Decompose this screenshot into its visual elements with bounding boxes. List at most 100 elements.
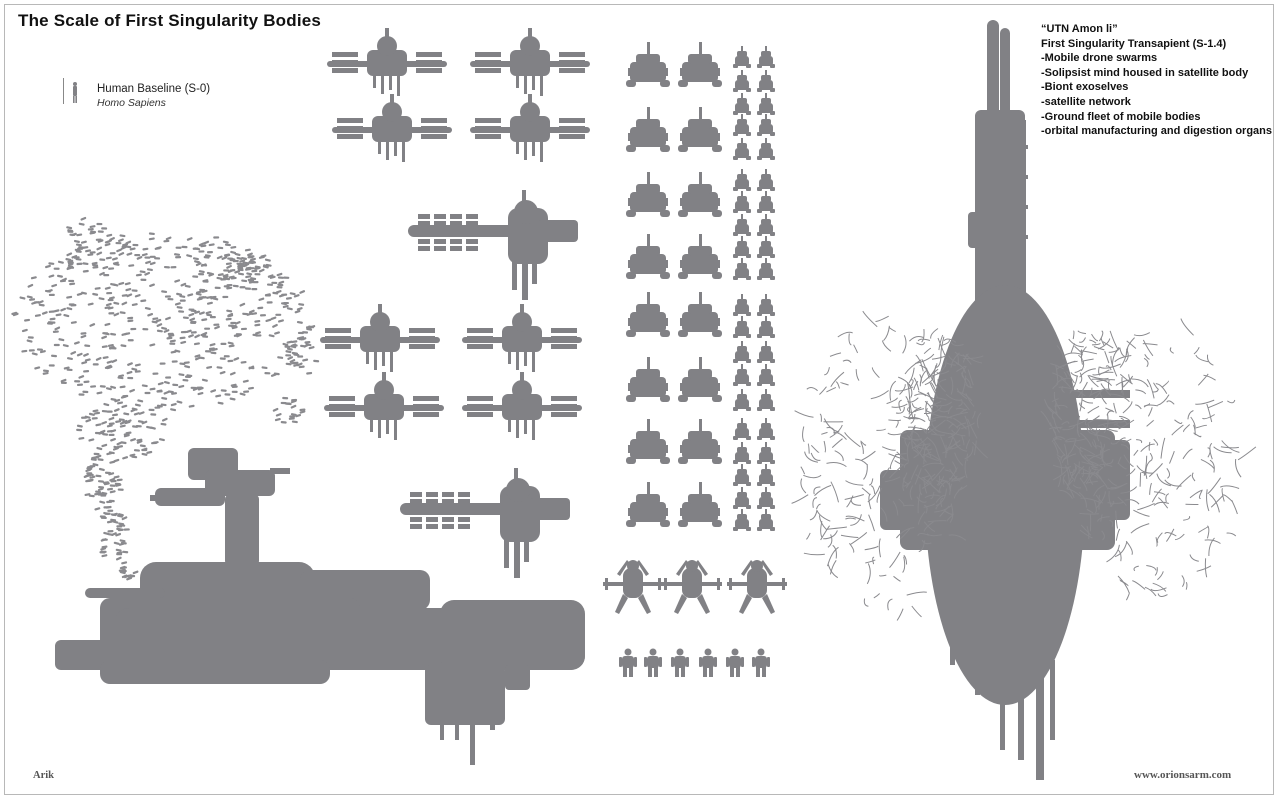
swarm-drone <box>278 319 284 323</box>
swarm-drone <box>28 349 35 352</box>
swarm-drone <box>127 316 134 320</box>
drone-bot <box>733 46 751 68</box>
organ-strand <box>936 480 945 488</box>
tank-body <box>678 172 722 217</box>
swarm-drone <box>118 281 125 286</box>
drone-bot <box>733 294 751 316</box>
organ-strand <box>872 556 875 565</box>
swarm-drone <box>195 290 202 294</box>
organ-strand <box>860 441 864 454</box>
organ-strand <box>1064 438 1076 442</box>
organ-strand <box>1132 580 1146 590</box>
organ-strand <box>1169 347 1174 354</box>
swarm-drone <box>169 339 176 343</box>
organ-strand <box>966 453 969 461</box>
swarm-drone <box>66 357 73 361</box>
swarm-drone <box>257 306 264 310</box>
swarm-drone <box>144 271 151 276</box>
swarm-drone <box>98 297 105 301</box>
tank-body <box>678 42 722 87</box>
organ-strand <box>1133 332 1151 337</box>
swarm-drone <box>170 265 177 269</box>
organ-strand <box>913 446 927 463</box>
swarm-drone <box>276 272 283 277</box>
organ-strand <box>953 417 967 430</box>
organ-strand <box>911 427 916 449</box>
drone-bot <box>757 70 775 92</box>
swarm-drone <box>158 438 165 442</box>
swarm-drone <box>286 307 293 311</box>
swarm-drone <box>81 361 88 365</box>
swarm-drone <box>155 318 162 323</box>
organ-strand <box>1150 587 1167 592</box>
swarm-drone <box>80 240 87 244</box>
swarm-drone <box>302 331 309 334</box>
swarm-drone <box>103 402 110 407</box>
organ-strand <box>923 477 928 494</box>
swarm-drone <box>246 312 253 316</box>
swarm-drone <box>110 437 116 442</box>
organ-strand <box>1077 381 1088 398</box>
drone-bot <box>757 389 775 411</box>
organ-strand <box>925 424 932 435</box>
organ-strand <box>1064 352 1083 356</box>
organ-strand <box>835 381 840 389</box>
organ-strand <box>917 532 930 537</box>
organ-strand <box>934 505 952 513</box>
swarm-drone <box>113 408 120 412</box>
swarm-drone <box>229 397 236 401</box>
organ-strand <box>1057 476 1061 488</box>
drone-swarm <box>11 216 320 581</box>
swarm-drone <box>26 339 33 343</box>
swarm-drone <box>149 283 155 288</box>
swarm-drone <box>135 425 142 428</box>
organ-strand <box>1089 388 1110 396</box>
organ-strand <box>1195 399 1215 405</box>
swarm-drone <box>154 247 161 250</box>
drone-bot <box>733 191 751 213</box>
swarm-drone <box>215 394 222 398</box>
organ-strand <box>1135 404 1142 410</box>
organ-strand <box>837 331 853 338</box>
organ-strand <box>827 534 833 548</box>
organ-strand <box>849 542 855 553</box>
swarm-drone <box>92 463 99 467</box>
swarm-drone <box>89 225 96 229</box>
organ-strand <box>954 452 964 466</box>
swarm-drone <box>188 334 194 338</box>
swarm-drone <box>273 372 280 376</box>
drone-bot <box>733 114 751 136</box>
organ-strand <box>911 605 922 618</box>
organ-strand <box>1157 394 1170 406</box>
swarm-drone <box>133 449 140 452</box>
swarm-drone <box>272 323 278 328</box>
organ-strand <box>951 429 966 437</box>
organ-strand <box>1098 371 1114 376</box>
organ-strand <box>1166 400 1175 405</box>
organ-strand <box>845 480 864 486</box>
swarm-drone <box>131 455 138 459</box>
organ-strand <box>928 453 940 461</box>
drone-bot <box>757 418 775 440</box>
organ-strand <box>1079 512 1099 515</box>
organ-strand <box>848 333 852 346</box>
swarm-drone <box>106 365 113 370</box>
swarm-drone <box>115 548 122 552</box>
swarm-drone <box>161 290 168 294</box>
organ-strand <box>907 407 913 414</box>
organ-strand <box>1117 575 1130 594</box>
organ-strand <box>1088 375 1109 380</box>
organ-strand <box>1151 488 1162 503</box>
organ-strand <box>965 393 975 407</box>
swarm-drone <box>244 248 251 252</box>
swarm-drone <box>117 376 124 380</box>
swarm-drone <box>109 484 116 487</box>
organ-strand <box>923 447 926 465</box>
organ-strand <box>1220 446 1239 449</box>
swarm-drone <box>140 278 147 282</box>
swarm-drone <box>106 424 113 428</box>
organ-strand <box>950 341 964 347</box>
swarm-drone <box>186 254 193 258</box>
organ-strand <box>1083 468 1092 484</box>
swarm-drone <box>110 347 117 350</box>
